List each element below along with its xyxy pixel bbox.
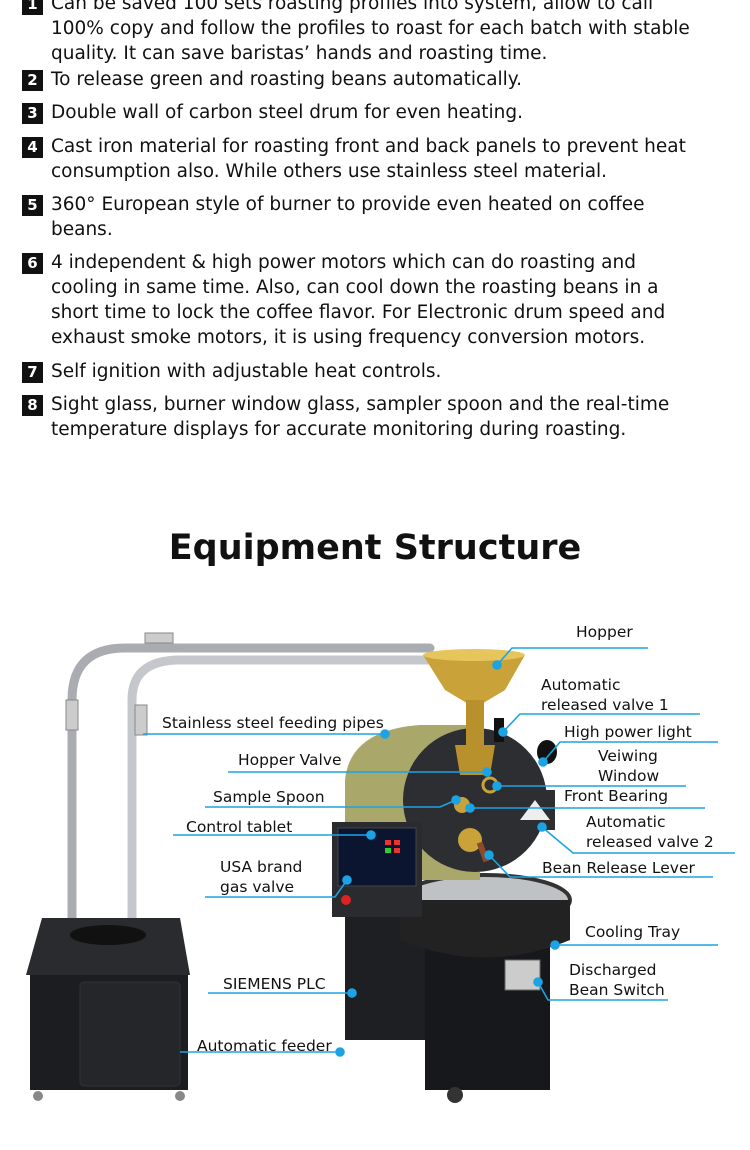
label-tray: Cooling Tray <box>585 923 681 941</box>
leader-dot <box>451 795 461 805</box>
feature-text-line: 4 independent & high power motors which … <box>51 252 636 273</box>
number-badge: 5 <box>22 195 43 216</box>
feature-text-line: Double wall of carbon steel drum for eve… <box>51 102 524 123</box>
leader-dot <box>484 850 494 860</box>
feature-text-line: consumption also. While others use stain… <box>51 161 608 182</box>
leader-dot <box>537 822 547 832</box>
label-valve2-line1: Automatic <box>586 813 666 831</box>
number-badge: 4 <box>22 137 43 158</box>
number-badge: 7 <box>22 362 43 383</box>
leader-line <box>537 981 668 1001</box>
leader-dot <box>533 977 543 987</box>
feature-text-line: 360° European style of burner to provide… <box>51 194 645 215</box>
leader-dot <box>498 727 508 737</box>
feature-text-line: exhaust smoke motors, it is using freque… <box>51 327 646 348</box>
number-badge: 1 <box>22 0 43 15</box>
feature-text-line: Cast iron material for roasting front an… <box>51 136 686 157</box>
leader-dot <box>335 1047 345 1057</box>
feature-item: 3 Double wall of carbon steel drum for ev… <box>22 100 742 125</box>
feature-text-line: temperature displays for accurate monito… <box>51 419 627 440</box>
label-tablet: Control tablet <box>186 818 293 836</box>
feature-text-line: cooling in same time. Also, can cool dow… <box>51 277 659 298</box>
section-title: Equipment Structure <box>168 528 582 568</box>
feature-item: 6 4 independent & high power motors which… <box>22 250 742 350</box>
leader-dot <box>347 988 357 998</box>
label-valve1-line2: released valve 1 <box>541 696 669 714</box>
label-gas-line1: USA brand <box>220 858 303 876</box>
label-window-line2: Window <box>598 767 660 785</box>
leader-dot <box>538 757 548 767</box>
label-pipes: Stainless steel feeding pipes <box>162 714 384 732</box>
feature-text-line: To release green and roasting beans auto… <box>51 69 523 90</box>
leader-dot <box>492 660 502 670</box>
leader-line <box>496 647 648 666</box>
feature-item: 5 360° European style of burner to provid… <box>22 192 742 242</box>
label-hopper: Hopper <box>576 623 633 641</box>
cooling-tray <box>398 873 572 991</box>
feature-item: 1 Can be saved 100 sets roasting profiles… <box>22 0 742 66</box>
leader-line <box>502 713 700 733</box>
label-feeder: Automatic feeder <box>197 1037 332 1055</box>
feature-text-line: Self ignition with adjustable heat contr… <box>51 361 442 382</box>
leader-dot <box>492 781 502 791</box>
label-hopper-valve: Hopper Valve <box>238 751 342 769</box>
label-lever: Bean Release Lever <box>542 859 695 877</box>
automatic-feeder-unit <box>26 918 190 1101</box>
leader-dot <box>550 940 560 950</box>
feature-text-line: 100% copy and follow the profiles to roa… <box>51 18 690 39</box>
leader-line <box>542 741 718 763</box>
leader-line <box>205 879 348 898</box>
label-bearing: Front Bearing <box>564 787 669 805</box>
label-light: High power light <box>564 723 692 741</box>
leader-dot <box>482 767 492 777</box>
feature-text-line: beans. <box>51 219 113 240</box>
leader-dot <box>366 830 376 840</box>
leader-line <box>488 854 713 878</box>
label-switch-line2: Bean Switch <box>569 981 665 999</box>
feature-text-line: short time to lock the coffee flavor. Fo… <box>51 302 666 323</box>
label-switch-line1: Discharged <box>569 961 657 979</box>
feature-text-line: Sight glass, burner window glass, sample… <box>51 394 670 415</box>
label-valve1-line1: Automatic <box>541 676 621 694</box>
feature-text-line: Can be saved 100 sets roasting profiles … <box>51 0 654 14</box>
label-window-line1: Veiwing <box>598 747 658 765</box>
label-gas-line2: gas valve <box>220 878 295 896</box>
leader-line <box>205 799 457 808</box>
label-valve2-line2: released valve 2 <box>586 833 714 851</box>
feature-item: 4 Cast iron material for roasting front a… <box>22 134 742 184</box>
control-tablet <box>332 822 422 917</box>
leader-line <box>541 826 735 854</box>
feeding-pipes <box>67 643 435 970</box>
label-plc: SIEMENS PLC <box>223 975 326 993</box>
feature-item: 2 To release green and roasting beans aut… <box>22 67 742 92</box>
number-badge: 3 <box>22 103 43 124</box>
feature-item: 7 Self ignition with adjustable heat cont… <box>22 359 742 384</box>
leader-lines <box>143 647 735 1057</box>
label-spoon: Sample Spoon <box>213 788 325 806</box>
feature-text-line: quality. It can save baristas’ hands and… <box>51 43 548 64</box>
leader-dot <box>465 803 475 813</box>
number-badge: 6 <box>22 253 43 274</box>
number-badge: 2 <box>22 70 43 91</box>
number-badge: 8 <box>22 395 43 416</box>
leader-dot <box>380 729 390 739</box>
feature-item: 8 Sight glass, burner window glass, sampl… <box>22 392 742 442</box>
leader-dot <box>342 875 352 885</box>
